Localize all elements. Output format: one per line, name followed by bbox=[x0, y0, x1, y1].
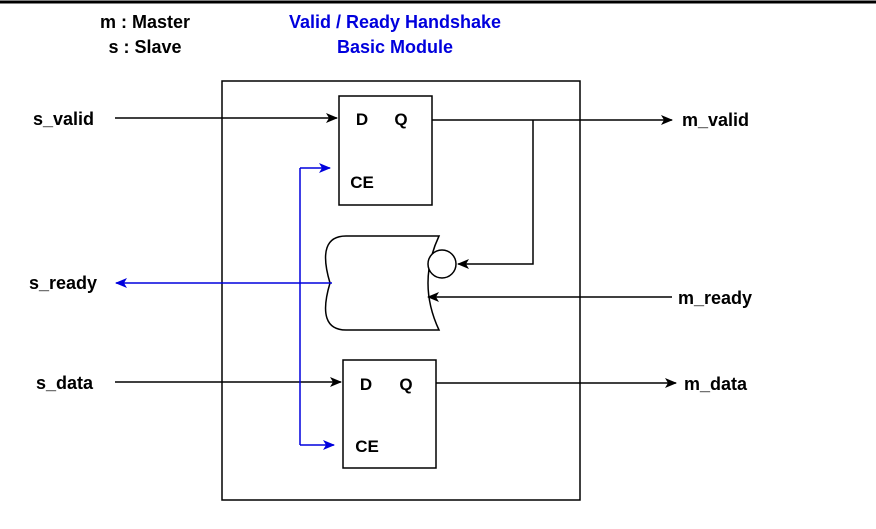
or-gate bbox=[324, 235, 457, 331]
ff-data: D Q CE bbox=[342, 359, 437, 469]
module-box bbox=[221, 80, 581, 501]
ff-valid: D Q CE bbox=[338, 95, 433, 206]
m-valid-feedback-wire bbox=[457, 120, 534, 269]
diagram-title-line2: Basic Module bbox=[337, 37, 453, 57]
label-m-ready: m_ready bbox=[678, 288, 752, 308]
ff-valid-box bbox=[338, 95, 433, 206]
inverter-bubble bbox=[427, 249, 457, 279]
legend-master: m : Master bbox=[100, 12, 190, 32]
label-s-data: s_data bbox=[36, 373, 94, 393]
ff-data-ce-pin: CE bbox=[355, 437, 379, 456]
ff-valid-ce-pin: CE bbox=[350, 173, 374, 192]
or-gate-body bbox=[324, 235, 441, 331]
diagram-title-line1: Valid / Ready Handshake bbox=[289, 12, 501, 32]
legend-slave: s : Slave bbox=[108, 37, 181, 57]
ff-valid-q-pin: Q bbox=[394, 110, 407, 129]
label-m-valid: m_valid bbox=[682, 110, 749, 130]
label-s-valid: s_valid bbox=[33, 109, 94, 129]
ff-data-q-pin: Q bbox=[399, 375, 412, 394]
ff-valid-d-pin: D bbox=[356, 110, 368, 129]
label-m-data: m_data bbox=[684, 374, 748, 394]
ff-data-d-pin: D bbox=[360, 375, 372, 394]
label-s-ready: s_ready bbox=[29, 273, 97, 293]
ff-data-box bbox=[342, 359, 437, 469]
